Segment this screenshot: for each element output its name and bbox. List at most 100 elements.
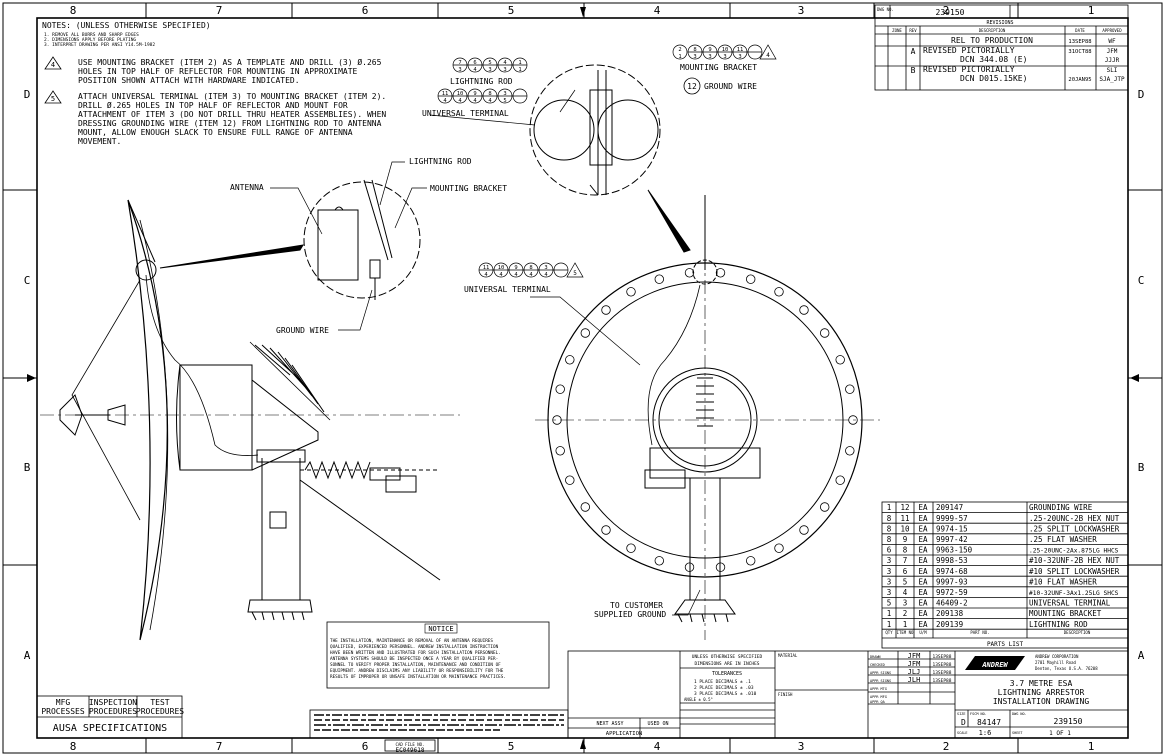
bolt-hole: [565, 475, 575, 485]
sign-name: JLJ: [908, 668, 921, 676]
svg-text:11: 11: [483, 265, 490, 271]
item-cell: 6: [903, 567, 908, 576]
sign-label: APPR QA: [870, 700, 886, 704]
part-no-cell: 209139: [936, 620, 963, 629]
bolt-hole: [746, 556, 756, 566]
spec-ausa: AUSA SPECIFICATIONS: [53, 723, 167, 734]
um-cell: EA: [918, 609, 928, 618]
note-5-line-6: MOVEMENT.: [78, 137, 121, 146]
zone-left-C: C: [24, 274, 31, 287]
qty-cell: 1: [887, 503, 892, 512]
svg-text:11: 11: [737, 47, 744, 53]
um-cell: EA: [918, 535, 928, 544]
svg-text:4: 4: [473, 98, 477, 104]
item-cell: 3: [903, 599, 908, 608]
bolt-hole: [774, 287, 784, 297]
tolerance-2: 2 PLACE DECIMALS ± .03: [694, 685, 754, 691]
rev-row-2-date: 31OCT88: [1068, 49, 1091, 55]
bolt-hole: [799, 525, 809, 535]
svg-text:9: 9: [473, 91, 476, 97]
rev-row-3-appr2: SJA_JTP: [1099, 76, 1125, 83]
andrew-logo-icon: [965, 656, 1025, 670]
svg-text:5: 5: [573, 270, 577, 277]
spec-mfg: MFG: [56, 698, 71, 707]
note-4-line-3: POSITION SHOWN ATTACH WITH HARDWARE INDI…: [78, 76, 300, 85]
spec-procedures-2: PROCEDURES: [136, 707, 184, 716]
bolt-hole: [845, 446, 855, 456]
qty-cell: 5: [887, 599, 892, 608]
description-cell: MOUNTING BRACKET: [1029, 609, 1102, 618]
item-cell: 10: [900, 524, 910, 533]
tolerances-head-2: DIMENSIONS ARE IN INCHES: [694, 661, 759, 667]
rev-header-desc: DESCRIPTION: [979, 28, 1006, 33]
rev-dwg-no: 239150: [936, 8, 965, 17]
zone-bottom-3: 3: [798, 740, 805, 753]
svg-text:3: 3: [693, 54, 696, 60]
svg-text:3: 3: [503, 91, 506, 97]
company-name: ANDREW CORPORATION: [1035, 654, 1079, 659]
bolt-hole: [654, 274, 665, 284]
svg-text:3: 3: [503, 67, 506, 73]
svg-text:6: 6: [473, 60, 476, 66]
svg-text:4: 4: [473, 67, 477, 73]
zone-bottom-8: 8: [70, 740, 77, 753]
um-cell: EA: [918, 588, 928, 597]
svg-text:4: 4: [503, 60, 507, 66]
zone-top-4: 4: [654, 4, 661, 17]
svg-text:9: 9: [514, 265, 517, 271]
side-detail-bubble: [159, 179, 421, 300]
side-ground-wire: [145, 274, 259, 456]
spec-processes: PROCESSES: [41, 707, 85, 716]
part-no-cell: 9997-42: [936, 535, 968, 544]
used-on: USED ON: [647, 721, 668, 727]
andrew-logo-text: ANDREW: [981, 661, 1008, 669]
tolerance-4: ANGLE ± 0.5°: [684, 697, 713, 702]
sign-name: JFM: [908, 660, 921, 668]
rev-row-1-date: 13SEP88: [1068, 39, 1091, 45]
zone-left-D: D: [24, 88, 31, 101]
zone-bottom-5: 5: [508, 740, 515, 753]
svg-text:10: 10: [722, 47, 729, 53]
rev-row-3-appr: SLI: [1107, 67, 1118, 74]
parts-header-part-no: PART NO.: [970, 630, 989, 635]
proprietary-strip: CAD FILE NO. EC049618: [309, 709, 569, 754]
svg-text:1: 1: [518, 67, 521, 73]
svg-text:1: 1: [678, 54, 681, 60]
balloon-12-label: 12: [687, 82, 697, 91]
front-detail-bubble: [529, 64, 691, 253]
finish-label: FINISH: [778, 692, 793, 697]
svg-text:8: 8: [693, 47, 696, 53]
cad-file-label: CAD FILE NO.: [396, 742, 425, 747]
zone-bottom-6: 6: [362, 740, 369, 753]
bolt-hole: [555, 384, 565, 394]
rev-title: REVISIONS: [986, 20, 1013, 26]
svg-text:5: 5: [488, 60, 491, 66]
bolt-hole: [835, 355, 845, 365]
qty-cell: 1: [887, 609, 892, 618]
bolt-hole: [601, 305, 611, 315]
part-no-cell: 9997-93: [936, 577, 968, 586]
qty-cell: 3: [887, 556, 892, 565]
item-cell: 9: [903, 535, 908, 544]
drawing-title-1: 3.7 METRE ESA: [1010, 679, 1073, 688]
parts-header-um: U/M: [919, 630, 927, 635]
svg-text:3: 3: [738, 54, 741, 60]
spec-inspection: INSPECTION: [89, 698, 137, 707]
bolt-hole: [555, 446, 565, 456]
sign-label: APPR SIGNS: [870, 679, 891, 683]
um-cell: EA: [918, 524, 928, 533]
next-assy: NEXT ASSY: [596, 721, 623, 727]
um-cell: EA: [918, 599, 928, 608]
side-view-antenna: [40, 199, 460, 641]
parts-header-description: DESCRIPTION: [1064, 630, 1091, 635]
rev-row-2-rev: A: [911, 47, 916, 56]
note-5-number: 5: [51, 95, 55, 103]
description-cell: .25 FLAT WASHER: [1029, 535, 1097, 544]
description-cell: #10-32UNF-3Ax1.25LG SHCS: [1029, 590, 1119, 597]
zone-right-D: D: [1138, 88, 1145, 101]
notice-line-5: SONNEL TO VERIFY PROPER INSTALLATION, MA…: [330, 662, 501, 668]
